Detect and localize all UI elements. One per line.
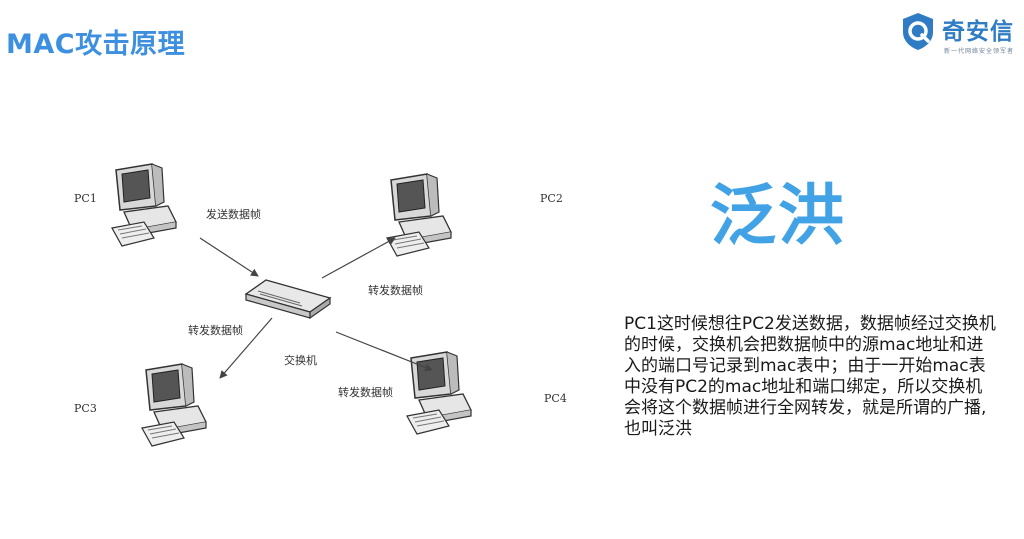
pc2-computer-icon (386, 173, 452, 257)
logo-name: 奇安信 (942, 19, 1014, 45)
switch-label: 交换机 (284, 354, 317, 367)
pc4-label: PC4 (544, 392, 567, 405)
pc1-label: PC1 (74, 192, 97, 205)
pc3-label: PC3 (74, 402, 97, 415)
pc3-computer-icon (141, 363, 207, 447)
flooding-heading: 泛洪 (710, 177, 846, 254)
arrow-switch-to-pc4 (335, 331, 433, 372)
arrow-pc1-to-switch (199, 237, 259, 277)
send-frame-label: 发送数据帧 (206, 208, 261, 221)
forward-to-pc3-label: 转发数据帧 (188, 324, 243, 337)
switch-icon (244, 279, 332, 320)
forward-to-pc4-label: 转发数据帧 (338, 386, 393, 399)
arrow-switch-to-pc3 (219, 317, 273, 379)
shield-logo-icon (903, 13, 933, 50)
slide-title: MAC攻击原理 (6, 29, 186, 60)
flooding-description: PC1这时候想往PC2发送数据，数据帧经过交换机的时候，交换机会把数据帧中的源m… (624, 314, 996, 439)
forward-to-pc2-label: 转发数据帧 (368, 284, 423, 297)
pc2-label: PC2 (540, 192, 563, 205)
network-diagram: PC1 PC2 PC3 PC4 发送数据帧 转发数据帧 转发数据帧 交换机 转发… (60, 150, 620, 450)
logo-tagline: 新一代网络安全领军者 (944, 48, 1015, 55)
arrow-switch-to-pc2 (321, 237, 396, 279)
pc1-computer-icon (111, 163, 177, 247)
company-logo: 奇安信 新一代网络安全领军者 (898, 10, 1024, 60)
